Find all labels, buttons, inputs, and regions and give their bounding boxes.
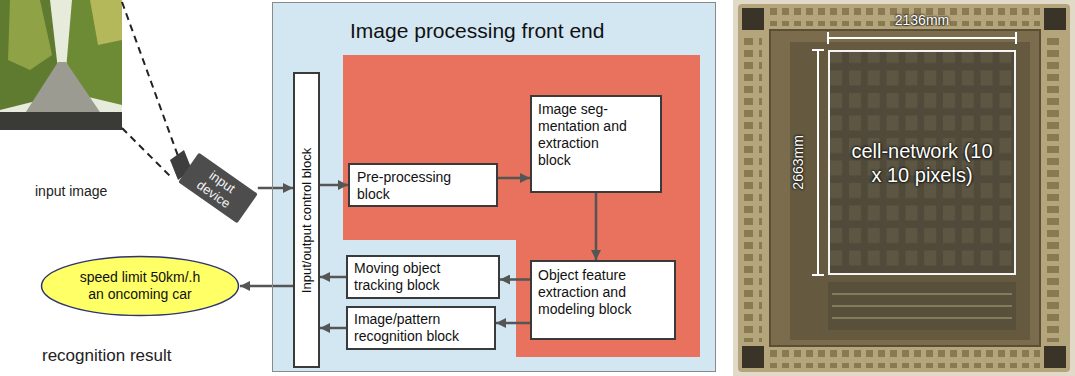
view-line — [122, 2, 178, 156]
result-ellipse: speed limit 50km/.h an oncoming car — [40, 255, 240, 317]
dimension-line — [828, 37, 1016, 39]
block-label: Moving object tracking block — [354, 260, 460, 294]
block-label: Image/pattern recognition block — [354, 311, 460, 345]
camera-device: input device — [178, 153, 258, 224]
photo-trees — [8, 0, 52, 70]
process-box: Moving object tracking block — [346, 255, 500, 299]
process-box: Object feature extraction and modeling b… — [530, 260, 676, 340]
flow-arrow — [320, 276, 346, 279]
image-caption: input image — [35, 183, 107, 200]
dimension-line — [817, 50, 819, 275]
flow-arrow — [320, 327, 346, 330]
result-text: speed limit 50km/.h an oncoming car — [76, 269, 204, 303]
flow-arrow — [240, 285, 293, 288]
cell-network-box: cell-network (10 x 10 pixels) — [828, 50, 1016, 275]
view-line — [122, 128, 170, 176]
cell-array — [828, 50, 1016, 275]
flow-arrow — [498, 177, 530, 180]
process-box: Image/pattern recognition block — [346, 306, 496, 350]
readout-circuit — [832, 317, 1012, 319]
readout-circuit — [828, 282, 1016, 330]
process-box: Image seg- mentation and extraction bloc… — [530, 95, 662, 193]
corner-pad — [1044, 346, 1066, 368]
flow-arrow — [258, 187, 293, 190]
pad-ring — [1046, 36, 1064, 342]
dimension-tick — [827, 32, 829, 44]
block-label: Input/output control block — [299, 147, 314, 292]
front-end-panel: Input/output control block Pre-processing… — [272, 2, 716, 372]
panel-title: Image processing front end — [273, 3, 715, 43]
corner-pad — [742, 346, 764, 368]
ellipse-shape — [42, 257, 239, 316]
block-label: Image seg- mentation and extraction bloc… — [538, 101, 629, 169]
process-box: Pre-processing block — [348, 163, 498, 207]
dimension-label: 2663mm — [790, 135, 807, 189]
chip-core — [770, 30, 1040, 346]
photo-sky — [0, 0, 122, 130]
photo-dashboard — [0, 112, 122, 130]
dimension-tick — [812, 49, 824, 51]
pad-ring — [770, 350, 1040, 368]
corner-pad — [742, 8, 764, 30]
flow-arrow — [500, 278, 530, 281]
array-label: cell-network (10 x 10 pixels) — [850, 139, 994, 187]
panel-ground — [272, 2, 716, 372]
pad-ring — [744, 36, 762, 342]
road-photo — [0, 0, 122, 130]
chip-package — [738, 4, 1070, 372]
flow-arrow — [320, 184, 348, 187]
block-label: Pre-processing block — [357, 169, 462, 203]
chip-ground — [733, 0, 1075, 376]
result-caption: recognition result — [42, 346, 171, 366]
flow-arrow — [595, 193, 598, 260]
readout-circuit — [832, 293, 1012, 295]
chip-photo — [733, 0, 1075, 376]
control-bar: Input/output control block — [293, 72, 320, 368]
device-label: input device — [185, 159, 251, 218]
photo-trees — [90, 0, 122, 45]
flow-arrow — [496, 322, 530, 325]
photo-road — [22, 62, 104, 118]
core-region — [343, 55, 700, 357]
dimension-tick — [812, 274, 824, 276]
readout-circuit — [832, 305, 1012, 307]
dimension-label: 2136mm — [895, 12, 949, 29]
block-label: Object feature extraction and modeling b… — [538, 267, 634, 318]
dimension-tick — [1015, 32, 1017, 44]
corner-pad — [1044, 8, 1066, 30]
chip-core — [790, 42, 1030, 340]
